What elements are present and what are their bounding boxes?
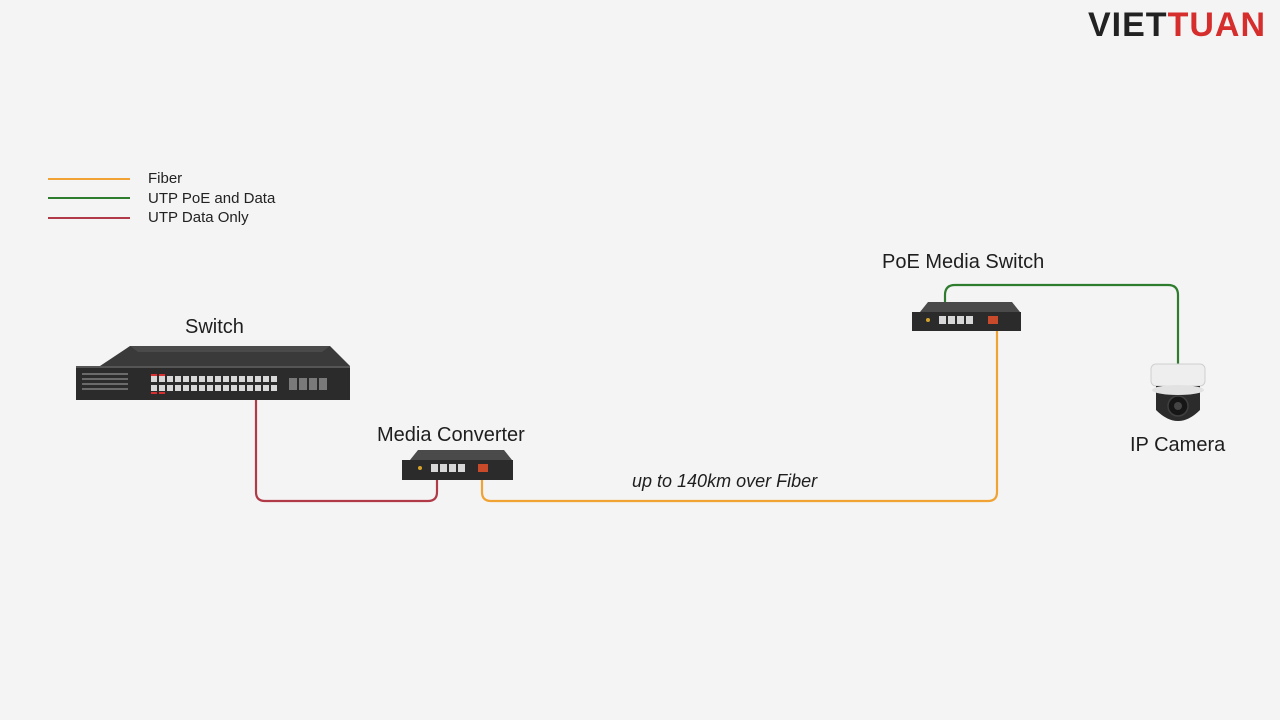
media-converter-device-icon [402, 450, 513, 480]
legend: Fiber UTP PoE and Data UTP Data Only [48, 169, 275, 228]
media-converter-label: Media Converter [377, 424, 525, 446]
legend-label-utp-data: UTP Data Only [148, 209, 249, 227]
legend-swatch-fiber [48, 177, 130, 180]
legend-label-fiber: Fiber [148, 170, 183, 188]
legend-item-utp-poe: UTP PoE and Data [48, 189, 275, 209]
switch-label: Switch [185, 316, 244, 338]
poe-media-switch-label: PoE Media Switch [882, 251, 1045, 273]
utp-data-link [254, 392, 439, 503]
poe-media-switch-device-icon [912, 302, 1021, 331]
legend-label-utp-poe: UTP PoE and Data [148, 189, 276, 207]
ip-camera-label: IP Camera [1130, 434, 1226, 456]
legend-item-fiber: Fiber [48, 169, 275, 189]
brand-part1: VIET [1087, 6, 1168, 44]
brand-logo: VIETTUAN [1088, 6, 1266, 45]
legend-swatch-utp-poe [48, 197, 130, 200]
switch-device-icon [76, 346, 350, 400]
utp-poe-link [943, 283, 1180, 364]
legend-item-utp-data: UTP Data Only [48, 208, 275, 228]
legend-swatch-utp-data [48, 216, 130, 219]
fiber-distance-note: up to 140km over Fiber [632, 471, 818, 491]
fiber-link [480, 324, 999, 503]
ip-camera-device-icon [1150, 363, 1206, 421]
brand-part2: TUAN [1167, 6, 1266, 44]
